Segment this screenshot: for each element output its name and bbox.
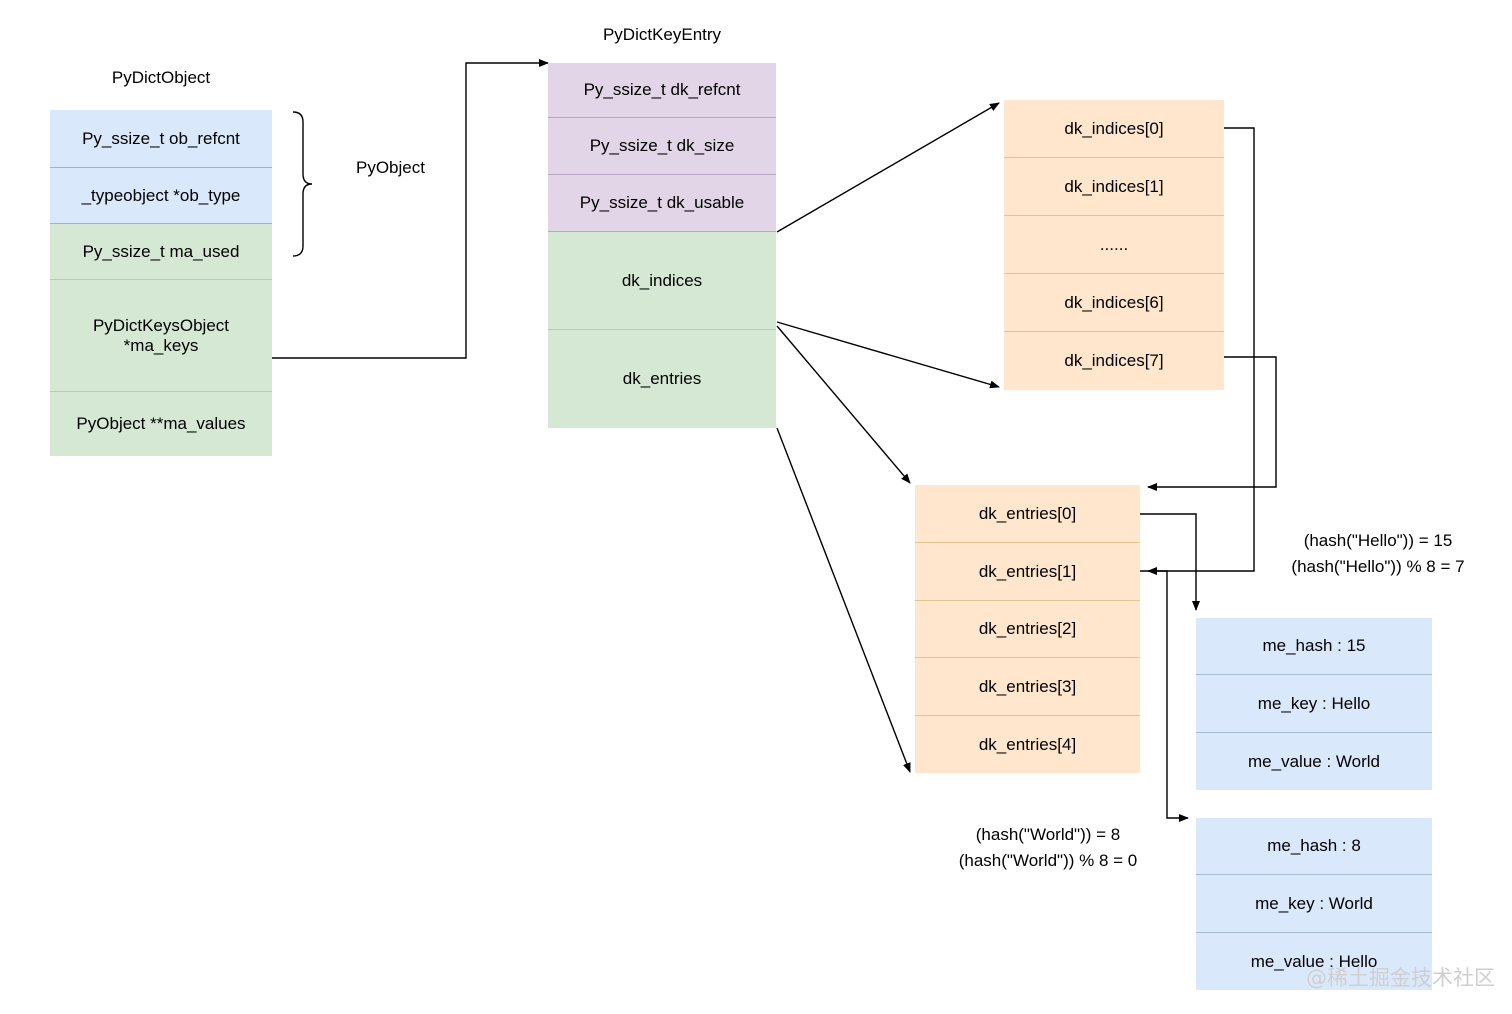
dk-indices-cell: ...... <box>1004 216 1224 274</box>
hash-annotation-hello: (hash("Hello")) = 15 (hash("Hello")) % 8… <box>1291 531 1465 577</box>
field-ma-keys: PyDictKeysObject *ma_keys <box>50 280 272 392</box>
dk-indices-cell: dk_indices[1] <box>1004 158 1224 216</box>
dk-entries-cell: dk_entries[1] <box>915 543 1140 601</box>
field-dk-size: Py_ssize_t dk_size <box>548 118 776 175</box>
entry-block-world: me_hash : 8 me_key : World me_value : He… <box>1196 818 1432 990</box>
pydictkeyentry-box: Py_ssize_t dk_refcnt Py_ssize_t dk_size … <box>548 63 776 428</box>
field-ob-refcnt: Py_ssize_t ob_refcnt <box>50 110 272 168</box>
entry-me-hash: me_hash : 15 <box>1196 618 1432 675</box>
field-dk-refcnt: Py_ssize_t dk_refcnt <box>548 63 776 118</box>
field-ma-values: PyObject **ma_values <box>50 392 272 456</box>
dk-entries-cell: dk_entries[4] <box>915 716 1140 773</box>
dk-entries-cell: dk_entries[3] <box>915 658 1140 716</box>
entry-me-value: me_value : World <box>1196 733 1432 790</box>
arrow-makeys-to-keyentry <box>272 59 549 359</box>
arrow-dkindices-top <box>776 102 1000 233</box>
pyobject-brace-label: PyObject <box>356 158 425 177</box>
arrow-dkentries-top <box>776 325 911 484</box>
entry-block-hello: me_hash : 15 me_key : Hello me_value : W… <box>1196 618 1432 790</box>
dk-entries-array: dk_entries[0] dk_entries[1] dk_entries[2… <box>915 485 1140 773</box>
field-dk-entries: dk_entries <box>548 330 776 428</box>
pydictobject-title: PyDictObject <box>111 68 211 87</box>
entry-me-key: me_key : World <box>1196 875 1432 933</box>
dk-indices-cell: dk_indices[7] <box>1004 332 1224 390</box>
field-ob-type: _typeobject *ob_type <box>50 168 272 224</box>
field-ma-used: Py_ssize_t ma_used <box>50 224 272 280</box>
entry-me-hash: me_hash : 8 <box>1196 818 1432 875</box>
dk-indices-array: dk_indices[0] dk_indices[1] ...... dk_in… <box>1004 100 1224 390</box>
field-dk-usable: Py_ssize_t dk_usable <box>548 175 776 232</box>
pydictobject-box: Py_ssize_t ob_refcnt _typeobject *ob_typ… <box>50 110 272 456</box>
entry-me-key: me_key : Hello <box>1196 675 1432 733</box>
watermark: @稀土掘金技术社区 <box>1306 966 1495 990</box>
hash-annotation-world: (hash("World")) = 8 (hash("World")) % 8 … <box>958 825 1138 871</box>
dk-indices-cell: dk_indices[6] <box>1004 274 1224 332</box>
dk-entries-cell: dk_entries[0] <box>915 485 1140 543</box>
entry-me-value: me_value : Hello <box>1196 933 1432 990</box>
arrow-dkindices-bottom <box>776 321 1000 389</box>
field-dk-indices: dk_indices <box>548 232 776 330</box>
dk-entries-cell: dk_entries[2] <box>915 601 1140 658</box>
arrow-dkentries-bottom <box>776 427 911 773</box>
pyobject-brace <box>292 111 313 257</box>
pydictkeyentry-title: PyDictKeyEntry <box>602 25 722 44</box>
dk-indices-cell: dk_indices[0] <box>1004 100 1224 158</box>
